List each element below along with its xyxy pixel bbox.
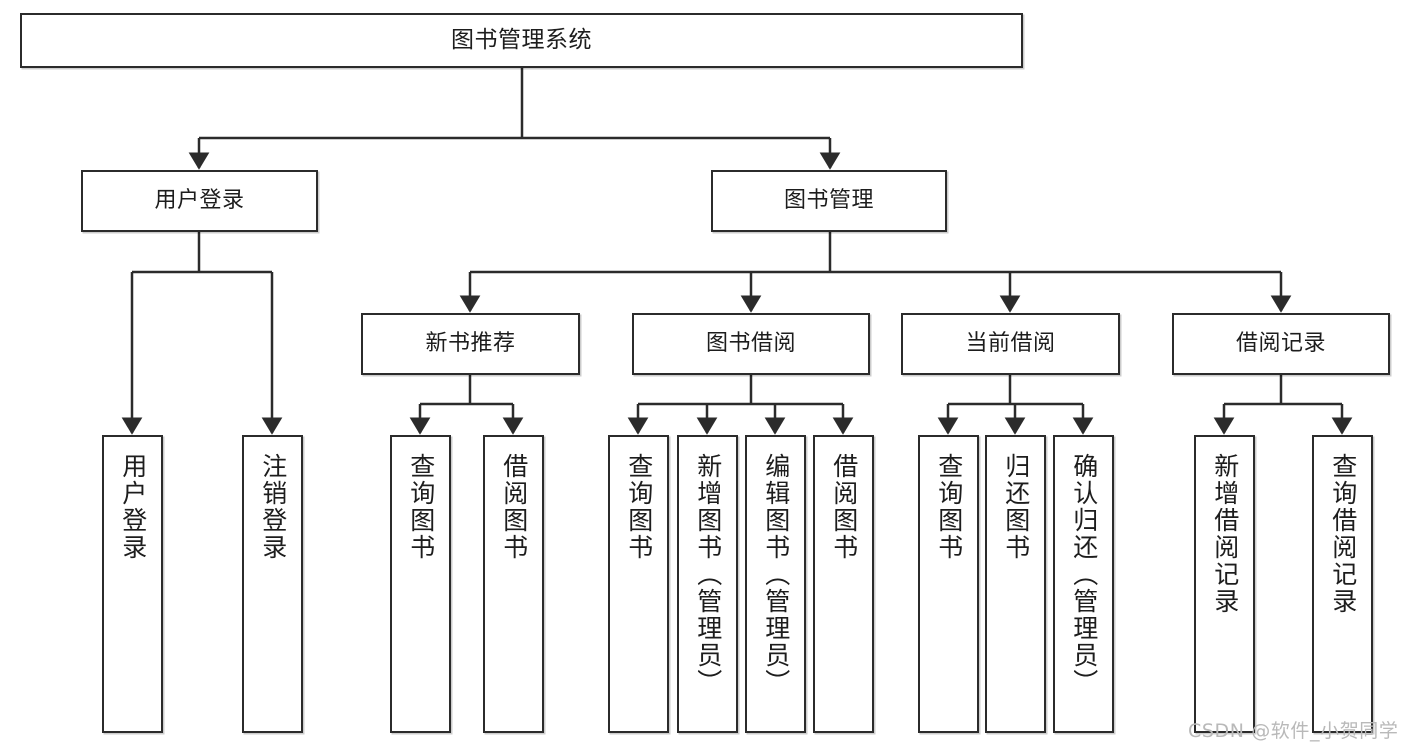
node-label: 注销登录: [258, 453, 288, 561]
node-label: 用户登录: [118, 453, 148, 561]
node-user-login[interactable]: 用户登录: [81, 170, 318, 232]
node-root-book-management-system[interactable]: 图书管理系统: [20, 13, 1023, 68]
node-label: 查询图书: [624, 453, 654, 561]
node-label: 归还图书: [1001, 453, 1031, 561]
node-label: 图书管理系统: [451, 26, 592, 53]
node-label: 查询借阅记录: [1328, 453, 1358, 615]
leaf-borrow-books[interactable]: 借阅图书: [813, 435, 874, 733]
node-book-borrowing[interactable]: 图书借阅: [632, 313, 870, 375]
node-new-book-recommendation[interactable]: 新书推荐: [361, 313, 580, 375]
node-book-management[interactable]: 图书管理: [711, 170, 947, 232]
leaf-query-borrow-record[interactable]: 查询借阅记录: [1312, 435, 1373, 733]
leaf-return-books[interactable]: 归还图书: [985, 435, 1046, 733]
node-label: 当前借阅: [965, 330, 1056, 356]
node-label: 新增图书（管理员）: [693, 453, 723, 696]
csdn-watermark: CSDN @软件_小贺同学: [1188, 720, 1399, 742]
node-label: 查询图书: [934, 453, 964, 561]
leaf-query-books-borrow[interactable]: 查询图书: [608, 435, 669, 733]
leaf-add-book-admin[interactable]: 新增图书（管理员）: [677, 435, 738, 733]
node-label: 新书推荐: [425, 330, 516, 356]
node-label: 借阅记录: [1235, 330, 1326, 356]
node-label: 新增借阅记录: [1210, 453, 1240, 615]
leaf-confirm-return-admin[interactable]: 确认归还（管理员）: [1053, 435, 1114, 733]
node-label: 借阅图书: [829, 453, 859, 561]
leaf-borrow-books-new-book[interactable]: 借阅图书: [483, 435, 544, 733]
leaf-query-books-new-book[interactable]: 查询图书: [390, 435, 451, 733]
node-label: 图书管理: [783, 187, 874, 213]
node-label: 查询图书: [406, 453, 436, 561]
node-borrow-records[interactable]: 借阅记录: [1172, 313, 1390, 375]
node-label: 编辑图书（管理员）: [761, 453, 791, 696]
node-label: 用户登录: [154, 187, 245, 213]
node-label: 确认归还（管理员）: [1069, 453, 1099, 696]
leaf-add-borrow-record[interactable]: 新增借阅记录: [1194, 435, 1255, 733]
leaf-logout[interactable]: 注销登录: [242, 435, 303, 733]
node-current-borrowing[interactable]: 当前借阅: [901, 313, 1120, 375]
leaf-edit-book-admin[interactable]: 编辑图书（管理员）: [745, 435, 806, 733]
node-label: 借阅图书: [499, 453, 529, 561]
leaf-user-login[interactable]: 用户登录: [102, 435, 163, 733]
leaf-query-books-current[interactable]: 查询图书: [918, 435, 979, 733]
node-label: 图书借阅: [705, 330, 796, 356]
